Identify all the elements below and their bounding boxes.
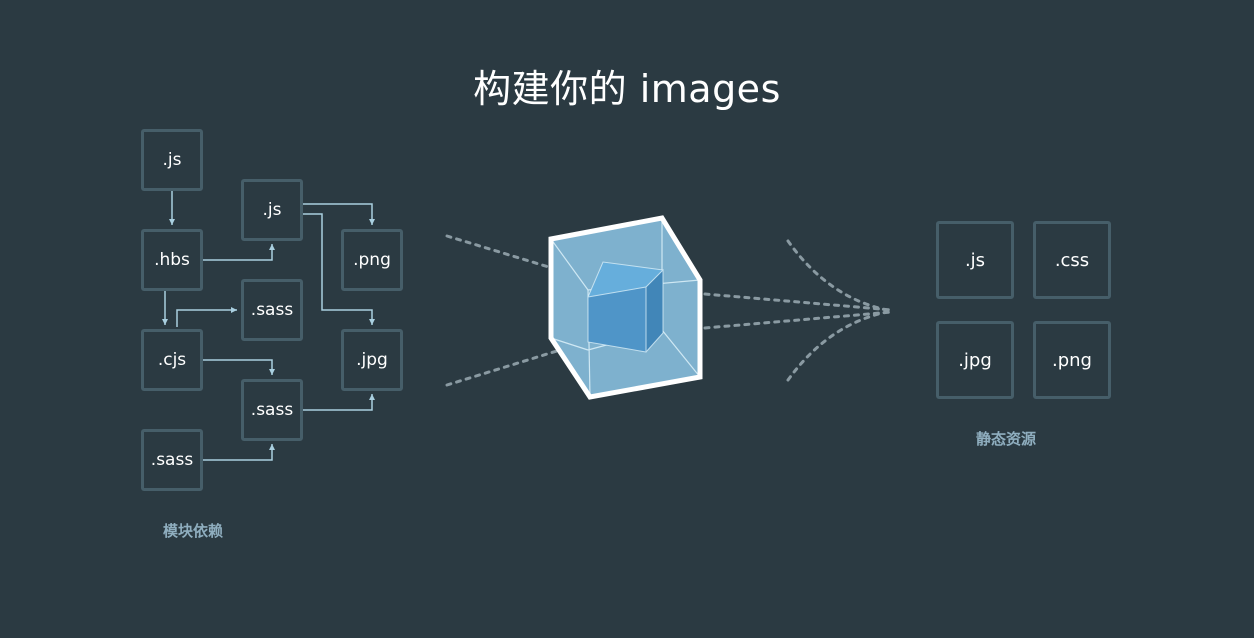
connector-sass3-sass2	[203, 444, 275, 461]
dotted-line-bottom-in	[445, 348, 562, 387]
module-png: .png	[341, 229, 403, 291]
dotted-line-out-4	[786, 309, 894, 382]
cube-outline	[548, 215, 703, 400]
asset-css: .css	[1033, 221, 1111, 299]
module-sass-3: .sass	[141, 429, 203, 491]
module-hbs: .hbs	[141, 229, 203, 291]
dotted-line-out-1	[703, 292, 894, 312]
connector-cjs-sass	[176, 307, 237, 327]
module-sass-2: .sass	[241, 379, 303, 441]
module-js-1: .js	[141, 129, 203, 191]
dotted-line-top-in	[445, 234, 554, 270]
connector-hbs-js	[203, 244, 275, 261]
dotted-line-out-3	[786, 239, 894, 313]
dependency-connectors	[162, 191, 375, 461]
connector-cjs-sass2	[203, 359, 275, 375]
module-js-2: .js	[241, 179, 303, 241]
assets-caption: 静态资源	[976, 430, 1037, 448]
dotted-line-out-2	[703, 310, 894, 330]
module-sass-1: .sass	[241, 279, 303, 341]
bundler-cube	[548, 215, 703, 400]
asset-jpg: .jpg	[936, 321, 1014, 399]
asset-png: .png	[1033, 321, 1111, 399]
connector-sass2-jpg	[303, 394, 375, 411]
output-dotted-lines	[703, 239, 894, 382]
inner-cube	[587, 261, 664, 353]
module-cjs: .cjs	[141, 329, 203, 391]
module-jpg: .jpg	[341, 329, 403, 391]
modules-caption: 模块依赖	[163, 522, 224, 540]
input-dotted-lines	[445, 234, 562, 387]
page-title: 构建你的 images	[473, 67, 781, 111]
connector-js-jpg	[303, 213, 375, 325]
asset-js: .js	[936, 221, 1014, 299]
connector-js-png	[303, 203, 375, 225]
